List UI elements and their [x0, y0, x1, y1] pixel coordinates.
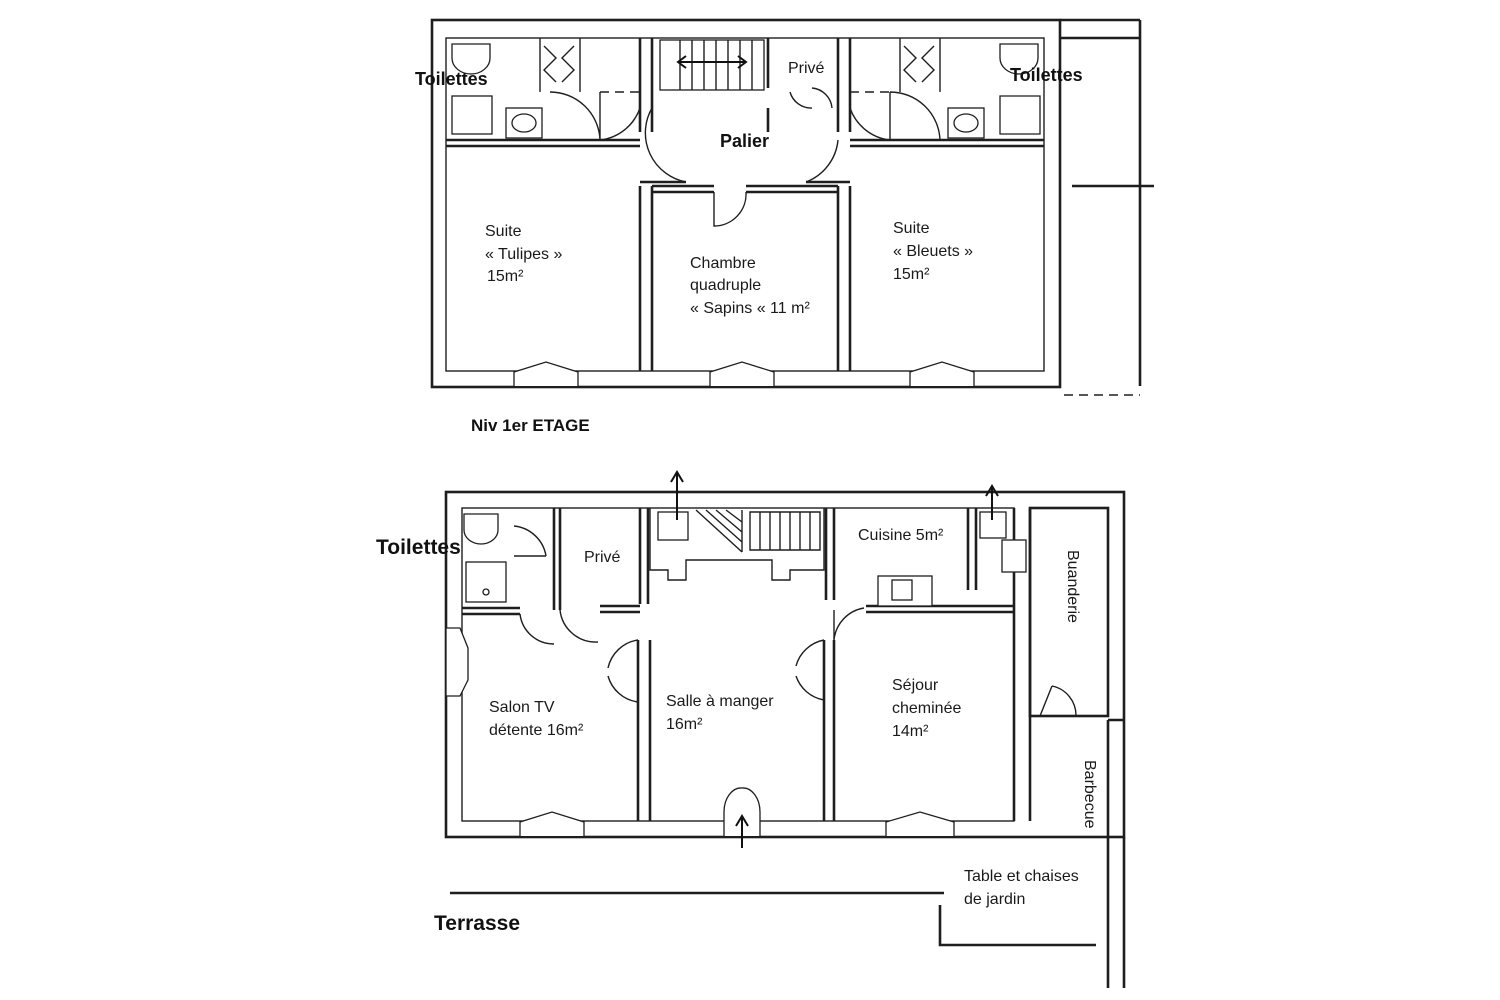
- upper-outer-wall: [430, 18, 1062, 389]
- barbecue-wall: [1106, 718, 1126, 988]
- upper-toilettes-left-label: Toilettes: [415, 69, 488, 89]
- palier-label: Palier: [720, 131, 769, 151]
- buanderie-label: Buanderie: [1064, 550, 1081, 623]
- sejour-line2: cheminée: [892, 700, 961, 717]
- garden-border: [938, 905, 1096, 947]
- suite-bleuets-area: 15m²: [893, 266, 930, 283]
- upper-left-fixtures: [451, 43, 543, 139]
- ground-stair-arrow-left: [670, 470, 684, 520]
- level-label: Niv 1er ETAGE: [471, 416, 590, 435]
- suite-tulipes-area: 15m²: [487, 268, 524, 285]
- ground-prive-label: Privé: [584, 549, 621, 566]
- upper-stair-arrow: [676, 55, 748, 69]
- cuisine-label: Cuisine 5m²: [858, 527, 944, 544]
- suite-tulipes-line1: Suite: [485, 223, 522, 240]
- ground-fixtures: [445, 513, 1027, 697]
- sejour-line3: 14m²: [892, 723, 929, 740]
- ground-inner-wall: [461, 507, 1015, 822]
- jardin-line2: de jardin: [964, 891, 1025, 908]
- entrance-door: [723, 787, 761, 836]
- ground-toilettes-label: Toilettes: [376, 536, 461, 559]
- upper-partitions: [638, 38, 852, 371]
- chambre-sapins-line3: « Sapins « 11 m²: [690, 300, 810, 317]
- upper-prive-label: Privé: [788, 60, 825, 77]
- terrasse-label: Terrasse: [434, 912, 520, 935]
- ground-door-swings: [513, 525, 1077, 717]
- entrance-arrow: [735, 814, 749, 848]
- salon-line1: Salon TV: [489, 699, 555, 716]
- barbecue-label: Barbecue: [1081, 760, 1098, 829]
- sejour-line1: Séjour: [892, 677, 939, 694]
- upper-right-fixtures: [947, 43, 1041, 139]
- ground-stair-core: [649, 508, 825, 581]
- upper-door-swings: [549, 87, 941, 227]
- salon-line2: détente 16m²: [489, 722, 584, 739]
- salle-line2: 16m²: [666, 716, 703, 733]
- chambre-sapins-line2: quadruple: [690, 277, 761, 294]
- jardin-line1: Table et chaises: [964, 868, 1079, 885]
- suite-bleuets-line1: Suite: [893, 220, 930, 237]
- ground-floor: Toilettes Privé Cuisine 5m² Buanderie Sa…: [376, 470, 1126, 988]
- ground-staircase: [657, 509, 1007, 553]
- ground-partitions: [462, 508, 1032, 821]
- suite-bleuets-line2: « Bleuets »: [893, 243, 973, 260]
- chambre-sapins-line1: Chambre: [690, 255, 756, 272]
- upper-annex-wall: [1060, 18, 1154, 386]
- upper-toilettes-right-label: Toilettes: [1010, 65, 1083, 85]
- upper-windows: [513, 361, 975, 386]
- ground-windows: [519, 811, 955, 836]
- upper-staircase: [659, 39, 765, 91]
- suite-tulipes-line2: « Tulipes »: [485, 246, 562, 263]
- upper-closet-walls: [539, 38, 941, 92]
- upper-horizontal-walls: [446, 138, 1044, 194]
- upper-closet-doors: [543, 45, 935, 83]
- ground-stair-arrow-right: [985, 484, 999, 520]
- upper-floor: Toilettes Toilettes Privé Palier Suite «…: [415, 18, 1154, 435]
- salle-line1: Salle à manger: [666, 693, 774, 710]
